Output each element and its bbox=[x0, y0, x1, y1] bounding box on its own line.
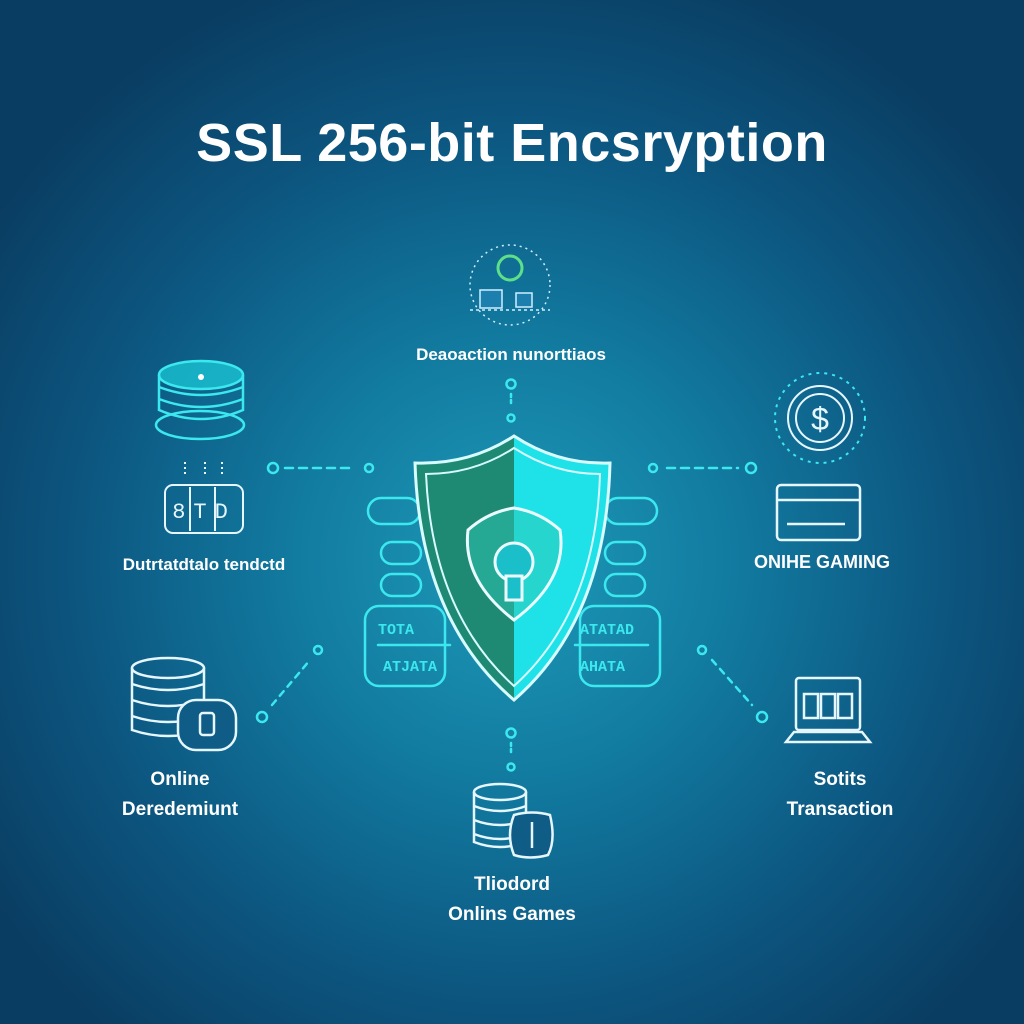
label-bottom-center: Tliodord Onlins Games bbox=[448, 870, 576, 930]
laptop-slots-icon bbox=[783, 676, 873, 744]
label-bottom-right-line2: Transaction bbox=[786, 799, 894, 820]
svg-text:$: $ bbox=[811, 401, 829, 437]
credit-card-icon bbox=[775, 483, 862, 542]
label-bottom-center-line2: Onlins Games bbox=[448, 904, 576, 925]
slot-reels: 8TD bbox=[172, 500, 236, 525]
page-title: SSL 256-bit Encsryption bbox=[196, 113, 828, 173]
database-lock-icon bbox=[130, 656, 238, 752]
circuit-lock-icon bbox=[469, 244, 551, 326]
label-top: Deaoaction nunorttiaos bbox=[416, 345, 606, 364]
connector-bottom-right bbox=[696, 644, 769, 724]
panel-left-row2: ATJATA bbox=[383, 659, 437, 676]
connector-bottom-left bbox=[255, 644, 324, 724]
label-bottom-center-line1: Tliodord bbox=[474, 874, 550, 895]
connector-right bbox=[647, 461, 758, 475]
coin-stack-icon bbox=[472, 782, 554, 859]
label-bottom-right-line1: Sotits bbox=[813, 769, 867, 790]
panel-right-row2: AHATA bbox=[580, 659, 625, 676]
connector-top bbox=[505, 378, 517, 423]
label-bottom-left-line2: Deredemiunt bbox=[121, 799, 239, 820]
connector-left bbox=[266, 461, 375, 475]
coin-dollar-icon: $ bbox=[774, 372, 866, 464]
label-left-upper: Dutrtatdtalo tendctd bbox=[122, 555, 286, 574]
label-bottom-left: Online Deredemiunt bbox=[122, 765, 238, 825]
connector-bottom bbox=[505, 727, 517, 772]
label-bottom-right: Sotits Transaction bbox=[787, 765, 894, 825]
panel-right-row1: ATATAD bbox=[580, 622, 634, 639]
label-right-upper: ONIHE GAMING bbox=[753, 552, 891, 572]
label-bottom-left-line1: Online bbox=[150, 769, 210, 790]
shield-keyhole-icon bbox=[413, 434, 612, 702]
panel-left-row1: TOTA bbox=[378, 622, 414, 639]
database-icon bbox=[154, 359, 246, 441]
slot-machine-icon bbox=[164, 462, 244, 534]
